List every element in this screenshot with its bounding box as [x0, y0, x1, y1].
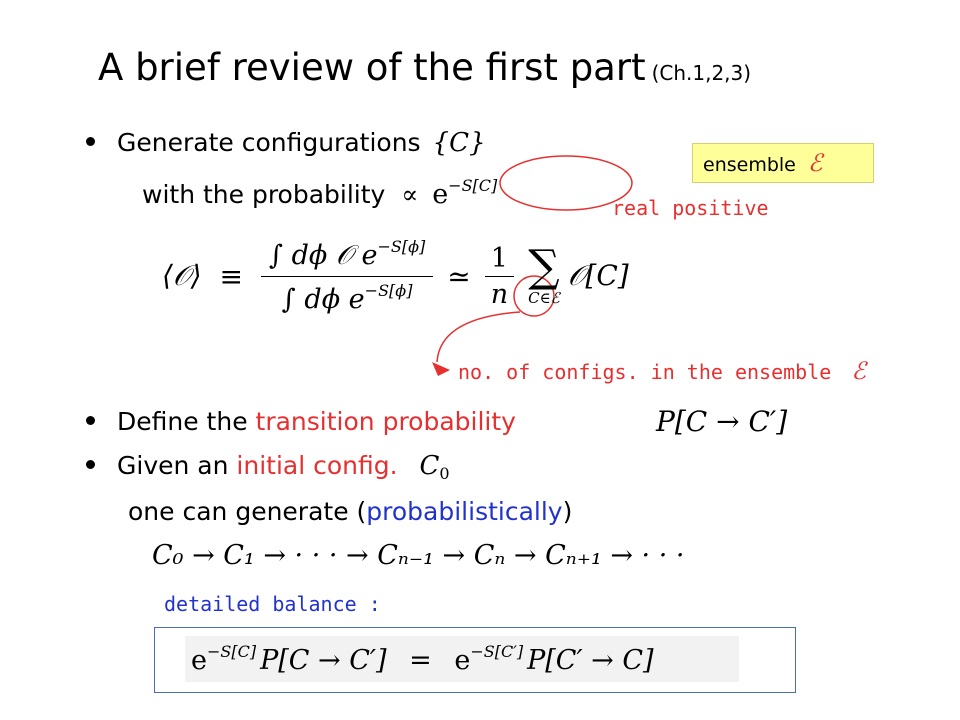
bullet-initial: Given an initial config. C0 [86, 451, 450, 483]
exponent-highlight-circle [499, 155, 633, 211]
bullet-initial-highlight: initial config. [236, 451, 398, 480]
no-configs-symbol: ℰ [851, 357, 866, 385]
rhs-transition: P[C′ → C] [527, 645, 654, 676]
denominator-integral: ∫ dϕ e [281, 284, 365, 315]
equals-symbol: = [409, 645, 432, 676]
generate-highlight: probabilistically [366, 497, 563, 526]
transition-probability-math: P[C → C′] [656, 405, 788, 438]
generate-prefix: one can generate ( [128, 497, 367, 526]
title-main: A brief review of the first part [98, 46, 646, 89]
rhs-exponent: −S[C′] [470, 642, 524, 661]
detailed-balance-label: detailed balance : [164, 592, 381, 616]
proportional-symbol: ∝ [401, 180, 419, 209]
bullet-generate: Generate configurations {C} [86, 128, 486, 158]
no-configs-note: no. of configs. in the ensemble ℰ [458, 357, 866, 385]
bullet-transition: Define the transition probability [86, 407, 516, 436]
generate-line: one can generate (probabilistically) [128, 497, 572, 526]
no-configs-text: no. of configs. in the ensemble [458, 360, 832, 384]
sum-subscript: C∈ℰ [528, 289, 560, 307]
numerator-integral: ∫ dϕ 𝒪 e [268, 240, 378, 271]
n-highlight-circle [513, 275, 555, 317]
action-exponent: −S[C] [448, 176, 498, 195]
expectation-lhs: ⟨𝒪⟩ [162, 259, 202, 292]
detailed-balance-box: e−S[C]P[C → C′] = e−S[C′]P[C′ → C] [154, 627, 796, 693]
sum-block: ∑ C∈ℰ [528, 241, 560, 308]
detailed-balance-formula: e−S[C]P[C → C′] = e−S[C′]P[C′ → C] [191, 642, 654, 676]
path-integral-fraction: ∫ dϕ 𝒪 e−S[ϕ] ∫ dϕ e−S[ϕ] [260, 237, 434, 315]
approx-symbol: ≃ [447, 259, 471, 293]
lhs-transition: P[C → C′] [260, 645, 387, 676]
fraction-denominator: ∫ dϕ e−S[ϕ] [261, 277, 433, 315]
boltzmann-factor: e−S[C] [432, 176, 498, 210]
n-denominator: n [490, 278, 509, 310]
e-symbol: e [432, 179, 449, 210]
one-numerator: 1 [484, 243, 515, 277]
lhs-exponent: −S[C] [206, 642, 257, 661]
fraction-numerator: ∫ dϕ 𝒪 e−S[ϕ] [260, 237, 434, 277]
sum-term: 𝒪[C] [567, 259, 629, 292]
bullet-dot [86, 415, 95, 425]
markov-chain: C₀ → C₁ → · · · → Cₙ₋₁ → Cₙ → Cₙ₊₁ → · ·… [152, 540, 685, 571]
bullet-generate-text: Generate configurations [117, 128, 421, 157]
bullet-initial-prefix: Given an [117, 451, 237, 480]
generate-suffix: ) [562, 497, 573, 526]
bullet-dot [86, 136, 95, 146]
ensemble-label: ensemble [703, 154, 796, 176]
sum-symbol: ∑ [528, 241, 560, 292]
bullet-transition-highlight: transition probability [255, 407, 516, 436]
probability-line: with the probability ∝ e−S[C] [142, 176, 497, 210]
one-over-n: 1 n [484, 243, 515, 310]
lhs-e: e [191, 645, 207, 676]
ensemble-symbol: ℰ [807, 149, 823, 177]
bullet-transition-prefix: Define the [117, 407, 256, 436]
equiv-symbol: ≡ [219, 259, 243, 293]
config-set-math: {C} [432, 128, 486, 158]
detailed-balance-formula-bg [185, 636, 739, 682]
rhs-e: e [454, 645, 471, 676]
initial-config-math: C0 [419, 451, 450, 483]
expectation-formula: ⟨𝒪⟩ ≡ ∫ dϕ 𝒪 e−S[ϕ] ∫ dϕ e−S[ϕ] ≃ 1 n ∑ … [162, 226, 629, 326]
ensemble-box: ensemble ℰ [692, 143, 874, 183]
denominator-exponent: −S[ϕ] [364, 281, 413, 300]
arrow-head [432, 362, 450, 376]
real-positive-note: real positive [612, 196, 769, 220]
title-sub: (Ch.1,2,3) [651, 61, 752, 85]
numerator-exponent: −S[ϕ] [377, 237, 426, 256]
c-subscript: 0 [439, 464, 450, 483]
bullet-dot [86, 459, 95, 469]
slide-title: A brief review of the first part(Ch.1,2,… [98, 46, 751, 89]
c-symbol: C [419, 451, 440, 481]
probability-text: with the probability [142, 180, 386, 209]
n-callout-arrow [436, 311, 521, 363]
